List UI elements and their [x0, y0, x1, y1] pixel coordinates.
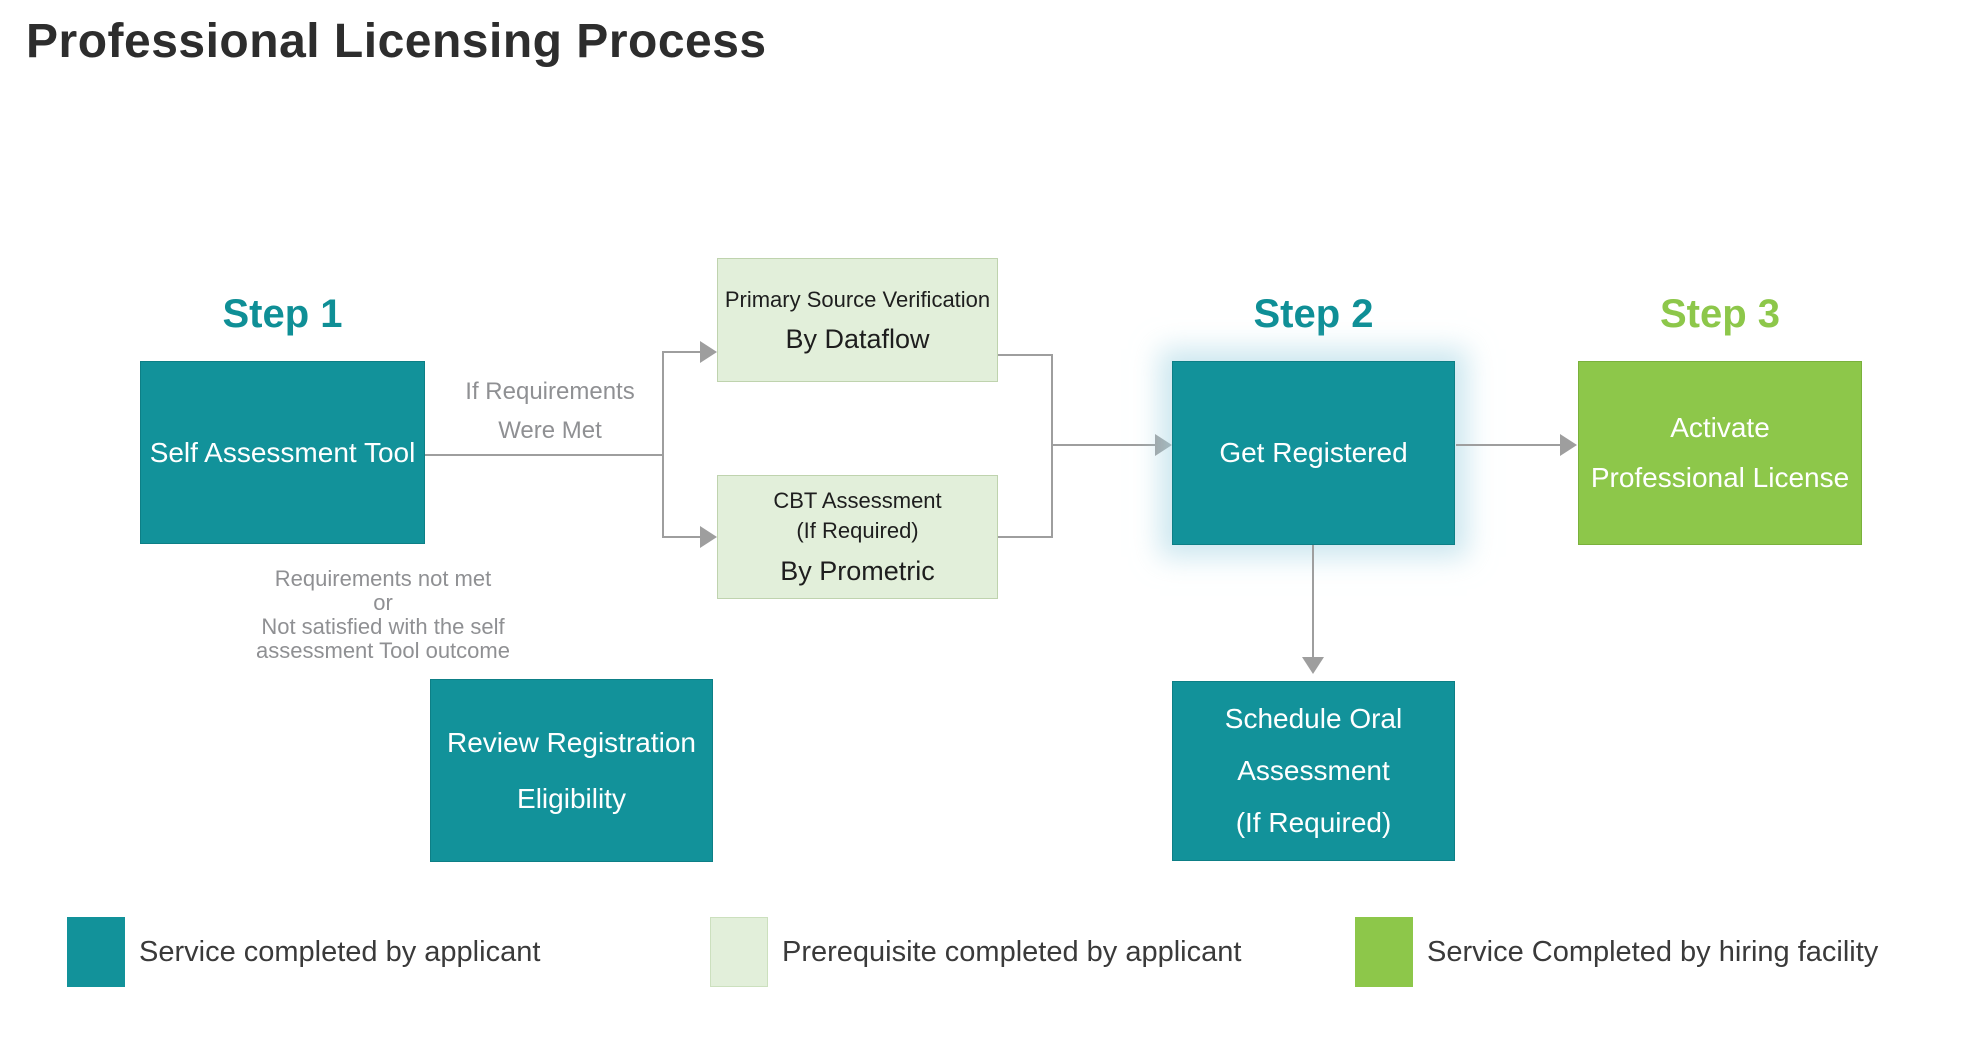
schedule-oral-line2: Assessment	[1237, 755, 1390, 786]
cbt-provider: By Prometric	[780, 556, 935, 586]
step3-heading: Step 3	[1659, 292, 1781, 336]
requirements-not-met-note: Requirements not met or Not satisfied wi…	[223, 567, 543, 663]
connector-merge-vertical	[1051, 354, 1053, 538]
self-assessment-tool-label: Self Assessment Tool	[149, 436, 416, 468]
review-registration-line2: Eligibility	[517, 782, 626, 814]
legend-swatch-green	[1355, 917, 1413, 987]
activate-license-line2: Professional License	[1590, 462, 1850, 493]
requirements-not-met-line3: Not satisfied with the self	[261, 614, 505, 639]
step2-heading: Step 2	[1253, 292, 1374, 336]
requirements-not-met-line4: assessment Tool outcome	[256, 638, 510, 663]
page-title: Professional Licensing Process	[26, 15, 767, 68]
arrowhead-into-cbt-icon	[700, 526, 717, 548]
requirements-not-met-line1: Requirements not met	[274, 566, 492, 591]
requirements-met-line2: Were Met	[498, 417, 602, 444]
connector-split-to-cbt	[662, 536, 702, 538]
connector-step2-to-schedule	[1312, 545, 1314, 658]
legend-label-prerequisite: Prerequisite completed by applicant	[782, 935, 1242, 968]
connector-merge-to-step2	[1051, 444, 1156, 446]
arrowhead-into-schedule-icon	[1302, 657, 1324, 674]
cbt-title: CBT Assessment	[773, 488, 942, 513]
get-registered-label: Get Registered	[1219, 437, 1408, 468]
requirements-met-note: If Requirements Were Met	[440, 372, 660, 450]
schedule-oral-line3: (If Required)	[1235, 807, 1392, 838]
arrowhead-into-step3-icon	[1560, 434, 1577, 456]
activate-license-node: Activate Professional License	[1578, 361, 1862, 545]
cbt-assessment-node: CBT Assessment (If Required) By Prometri…	[717, 475, 998, 599]
connector-psv-to-merge	[998, 354, 1053, 356]
requirements-met-line1: If Requirements	[465, 378, 635, 405]
connector-split-to-psv	[662, 351, 702, 353]
legend-swatch-teal	[67, 917, 125, 987]
schedule-oral-line1: Schedule Oral	[1224, 703, 1403, 734]
legend-label-hiring-facility: Service Completed by hiring facility	[1427, 935, 1879, 968]
get-registered-node: Get Registered	[1172, 361, 1455, 545]
connector-step2-to-step3	[1456, 444, 1561, 446]
activate-license-line1: Activate	[1670, 412, 1770, 443]
legend-item-hiring-facility: Service Completed by hiring facility	[1355, 917, 1878, 987]
review-registration-node: Review Registration Eligibility	[430, 679, 713, 862]
schedule-oral-assessment-node: Schedule Oral Assessment (If Required)	[1172, 681, 1455, 861]
psv-title: Primary Source Verification	[724, 286, 991, 312]
self-assessment-tool-node: Self Assessment Tool	[140, 361, 425, 544]
legend-swatch-light-green	[710, 917, 768, 987]
psv-provider: By Dataflow	[785, 323, 930, 354]
connector-step1-to-split	[425, 454, 663, 456]
arrowhead-into-psv-icon	[700, 341, 717, 363]
arrowhead-into-step2-icon	[1155, 434, 1172, 456]
primary-source-verification-node: Primary Source Verification By Dataflow	[717, 258, 998, 382]
legend-label-applicant-service: Service completed by applicant	[139, 935, 541, 968]
review-registration-line1: Review Registration	[447, 726, 696, 758]
legend-item-applicant-service: Service completed by applicant	[67, 917, 540, 987]
cbt-condition: (If Required)	[796, 518, 919, 543]
connector-cbt-to-merge	[998, 536, 1053, 538]
connector-split-vertical	[662, 351, 664, 538]
legend-item-prerequisite: Prerequisite completed by applicant	[710, 917, 1241, 987]
requirements-not-met-line2: or	[373, 590, 393, 615]
step1-heading: Step 1	[222, 292, 343, 336]
